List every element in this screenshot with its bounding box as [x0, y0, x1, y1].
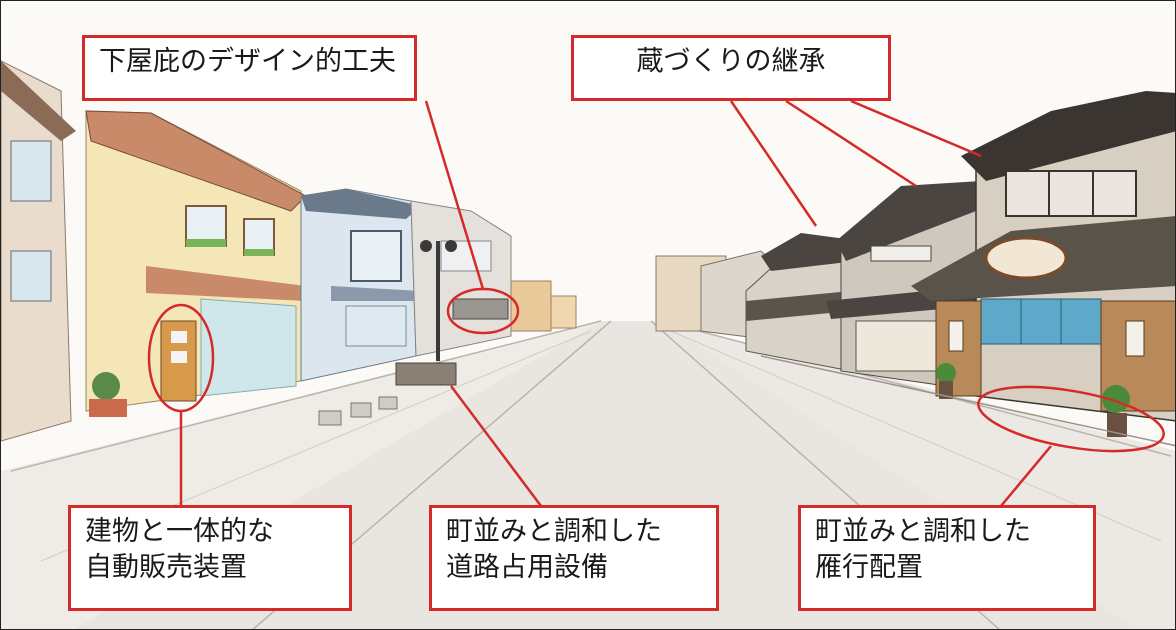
callout-text-line1: 建物と一体的な — [85, 516, 274, 547]
callout-text: 下屋庇のデザイン的工夫 — [99, 46, 396, 77]
callout-text-line2: 自動販売装置 — [85, 552, 247, 583]
right-buildings — [655, 91, 1175, 447]
callout-kura-heritage: 蔵づくりの継承 — [571, 35, 891, 101]
callout-road-equipment: 町並みと調和した 道路占用設備 — [429, 505, 719, 611]
annotation-marks — [147, 99, 1165, 507]
left-buildings — [1, 60, 577, 442]
callout-text-line1: 町並みと調和した — [815, 516, 1031, 547]
callout-staggered-layout: 町並みと調和した 雁行配置 — [798, 505, 1096, 611]
callout-lower-eaves: 下屋庇のデザイン的工夫 — [82, 35, 417, 101]
callout-text-line2: 雁行配置 — [815, 552, 923, 583]
callout-text: 蔵づくりの継承 — [636, 46, 826, 77]
callout-vending-machine: 建物と一体的な 自動販売装置 — [68, 505, 352, 611]
callout-text-line2: 道路占用設備 — [446, 552, 608, 583]
callout-text-line1: 町並みと調和した — [446, 516, 662, 547]
